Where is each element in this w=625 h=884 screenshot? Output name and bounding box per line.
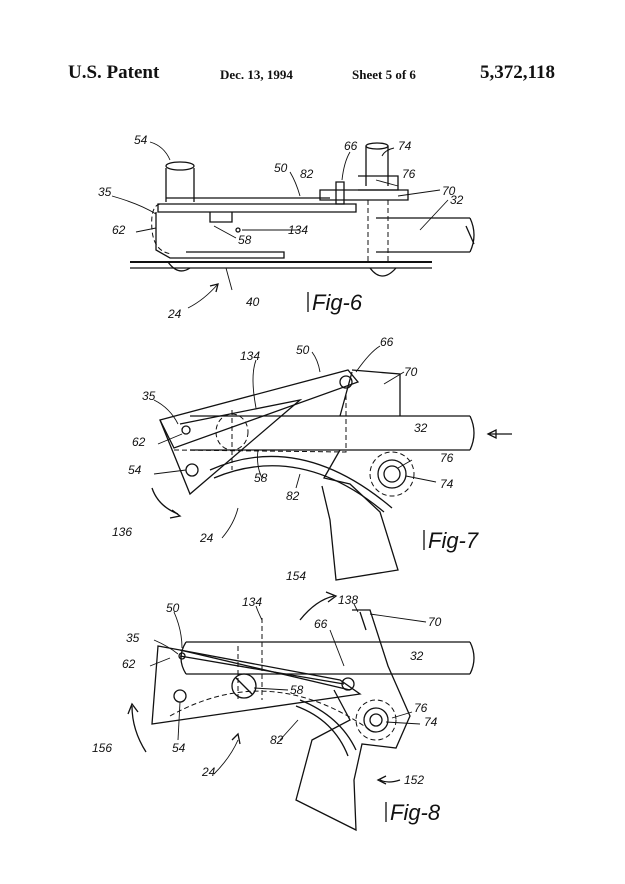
ref-label: 35 <box>126 631 140 645</box>
ref-label: 40 <box>246 295 260 309</box>
ref-label: 50 <box>166 601 180 615</box>
ref-label: 134 <box>242 595 262 609</box>
ref-label: 82 <box>286 489 300 503</box>
ref-label: 156 <box>92 741 112 755</box>
ref-label: 82 <box>300 167 314 181</box>
ref-label: 154 <box>286 569 306 583</box>
ref-label: 138 <box>338 593 358 607</box>
figure-6-title: Fig-6 <box>312 290 363 315</box>
ref-label: 152 <box>404 773 424 787</box>
figure-6-drawing: 54 66 74 76 50 82 70 32 35 62 58 134 24 … <box>98 133 475 321</box>
ref-label: 50 <box>296 343 310 357</box>
ref-label: 70 <box>442 184 456 198</box>
ref-label: 62 <box>122 657 136 671</box>
ref-label: 76 <box>440 451 454 465</box>
patent-date: Dec. 13, 1994 <box>220 67 293 82</box>
ref-label: 54 <box>172 741 186 755</box>
ref-label: 70 <box>404 365 418 379</box>
ref-label: 24 <box>201 765 216 779</box>
ref-label: 35 <box>98 185 112 199</box>
patent-number: 5,372,118 <box>480 62 555 83</box>
ref-label: 50 <box>274 161 288 175</box>
ref-label: 54 <box>134 133 148 147</box>
figure-7-drawing: 50 66 134 70 35 32 62 76 54 58 82 74 136… <box>112 335 512 581</box>
ref-label: 134 <box>240 349 260 363</box>
ref-label: 24 <box>167 307 182 321</box>
ref-label: 54 <box>128 463 142 477</box>
ref-label: 58 <box>254 471 268 485</box>
figure-8-drawing: 154 138 50 134 66 70 35 32 62 58 76 74 1… <box>92 569 475 832</box>
ref-label: 76 <box>414 701 428 715</box>
figure-8-title: Fig-8 <box>390 800 441 825</box>
ref-label: 32 <box>414 421 428 435</box>
ref-label: 74 <box>424 715 438 729</box>
ref-label: 66 <box>314 617 328 631</box>
ref-label: 74 <box>440 477 454 491</box>
ref-label: 66 <box>380 335 394 349</box>
ref-label: 58 <box>238 233 252 247</box>
ref-label: 136 <box>112 525 132 539</box>
sheet-number: Sheet 5 of 6 <box>352 67 416 82</box>
ref-label: 32 <box>450 193 464 207</box>
patent-label: U.S. Patent <box>68 62 160 83</box>
ref-label: 134 <box>288 223 308 237</box>
ref-label: 62 <box>132 435 146 449</box>
ref-label: 58 <box>290 683 304 697</box>
ref-label: 76 <box>402 167 416 181</box>
figure-7-title: Fig-7 <box>428 528 479 553</box>
ref-label: 70 <box>428 615 442 629</box>
ref-label: 32 <box>410 649 424 663</box>
ref-label: 62 <box>112 223 126 237</box>
ref-label: 24 <box>199 531 214 545</box>
ref-label: 35 <box>142 389 156 403</box>
ref-label: 66 <box>344 139 358 153</box>
ref-label: 82 <box>270 733 284 747</box>
ref-label: 74 <box>398 139 412 153</box>
